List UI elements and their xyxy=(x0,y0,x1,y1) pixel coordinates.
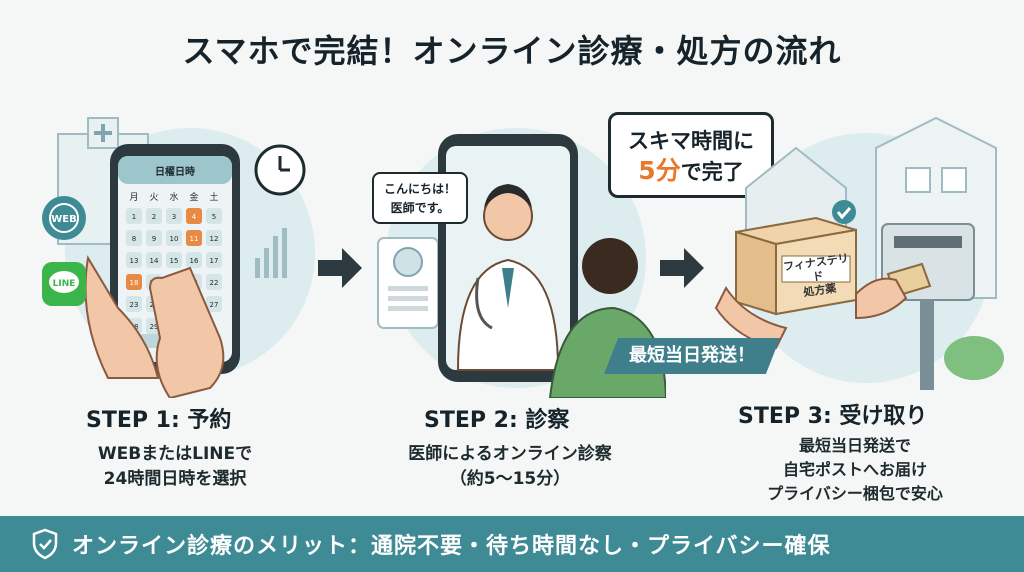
calendar-date-label: 1 xyxy=(132,213,136,221)
callout-line-2: 5分で完了 xyxy=(611,156,771,187)
line-label: LINE xyxy=(53,279,76,289)
calendar-weekday: 火 xyxy=(149,192,158,203)
calendar-date-label: 12 xyxy=(210,235,219,243)
calendar-date-cell[interactable] xyxy=(166,252,182,268)
calendar-date-cell[interactable] xyxy=(126,208,142,224)
arrow-right-icon xyxy=(660,248,704,288)
calendar-date-label: 9 xyxy=(152,235,156,243)
calendar-date-label: 18 xyxy=(130,279,139,287)
calendar-date-cell[interactable] xyxy=(126,274,142,290)
calendar-date-label: 13 xyxy=(130,257,139,265)
step-3-desc-line-3: プライバシー梱包で安心 xyxy=(767,484,943,503)
calendar-date-cell[interactable] xyxy=(206,252,222,268)
calendar-date-cell[interactable] xyxy=(186,208,202,224)
calendar-date-label: 3 xyxy=(172,213,176,221)
calendar-date-cell[interactable] xyxy=(126,296,142,312)
page-title: スマホで完結！オンライン診療・処方の流れ xyxy=(182,32,842,70)
step-3 xyxy=(706,108,1006,398)
calendar-date-label: 11 xyxy=(190,235,199,243)
doctor-speech-bubble: こんにちは！ 医師です。 xyxy=(372,172,468,224)
calendar-date-label: 5 xyxy=(212,213,216,221)
callout-line-1: スキマ時間に xyxy=(628,129,754,153)
calendar-header: 日櫂日時 xyxy=(155,165,195,178)
calendar-date-cell[interactable] xyxy=(206,296,222,312)
merits-footer-banner: オンライン診療のメリット：通院不要・待ち時間なし・プライバシー確保 xyxy=(0,516,1024,572)
step-1-desc-line-1: WEBまたはLINEで xyxy=(97,444,253,464)
stethoscope-icon xyxy=(475,277,493,330)
calendar-date-cell[interactable] xyxy=(166,208,182,224)
calendar-date-cell[interactable] xyxy=(166,230,182,246)
calendar-weekday: 金 xyxy=(189,191,198,203)
calendar-date-cell[interactable] xyxy=(146,208,162,224)
calendar-date-label: 23 xyxy=(130,301,139,309)
calendar-date-cell[interactable] xyxy=(186,252,202,268)
callout-emphasis: 5分 xyxy=(638,156,681,185)
check-icon xyxy=(832,200,856,224)
calendar-date-label: 29 xyxy=(150,323,159,331)
calendar-date-label: 8 xyxy=(132,235,136,243)
calendar-date-cell[interactable] xyxy=(146,230,162,246)
time-callout-bubble: スキマ時間に 5分で完了 xyxy=(608,112,774,198)
calendar-date-label: 4 xyxy=(192,213,197,221)
calendar-date-label: 17 xyxy=(210,257,219,265)
doctor-bubble-line-2: 医師です。 xyxy=(390,201,450,215)
calendar-date-label: 16 xyxy=(190,257,199,265)
calendar-date-cell[interactable] xyxy=(206,208,222,224)
same-day-shipping-badge: 最短当日発送！ xyxy=(604,338,780,374)
step-1-desc-line-2: 24時間日時を選択 xyxy=(103,469,247,489)
calendar-date-cell[interactable] xyxy=(186,230,202,246)
shield-check-icon xyxy=(32,528,58,560)
calendar-date-label: 27 xyxy=(210,301,219,309)
calendar-date-label: 14 xyxy=(150,257,159,265)
calendar-date-label: 15 xyxy=(170,257,179,265)
step-3-illustration xyxy=(714,116,1004,390)
calendar-date-label: 2 xyxy=(152,213,156,221)
calendar-date-label: 22 xyxy=(210,279,219,287)
step-3-desc-line-2: 自宅ポストへお届け xyxy=(782,460,927,479)
step-3-desc-line-1: 最短当日発送で xyxy=(798,436,911,455)
calendar-date-cell[interactable] xyxy=(146,252,162,268)
callout-rest: で完了 xyxy=(680,160,744,184)
calendar-date-label: 10 xyxy=(170,235,179,243)
calendar-weekday: 月 xyxy=(129,192,138,203)
step-3-heading: STEP 3: 受け取り xyxy=(738,404,928,429)
web-label: WEB xyxy=(51,214,76,225)
step-2-desc-line-1: 医師によるオンライン診察 xyxy=(408,444,612,464)
calendar-date-cell[interactable] xyxy=(206,274,222,290)
calendar-date-cell[interactable] xyxy=(126,252,142,268)
step-1-heading: STEP 1: 予約 xyxy=(86,408,232,433)
arrow-right-icon xyxy=(318,248,362,288)
step-2-desc-line-2: （約5〜15分） xyxy=(449,469,571,489)
calendar-weekday: 水 xyxy=(169,191,178,203)
footer-text: オンライン診療のメリット：通院不要・待ち時間なし・プライバシー確保 xyxy=(72,534,831,559)
web-icon xyxy=(42,196,86,240)
step-2-heading: STEP 2: 診察 xyxy=(424,408,570,433)
calendar-date-cell[interactable] xyxy=(126,230,142,246)
doctor-bubble-line-1: こんにちは！ xyxy=(383,182,456,196)
calendar-weekday: 土 xyxy=(209,191,218,203)
calendar-date-cell[interactable] xyxy=(206,230,222,246)
